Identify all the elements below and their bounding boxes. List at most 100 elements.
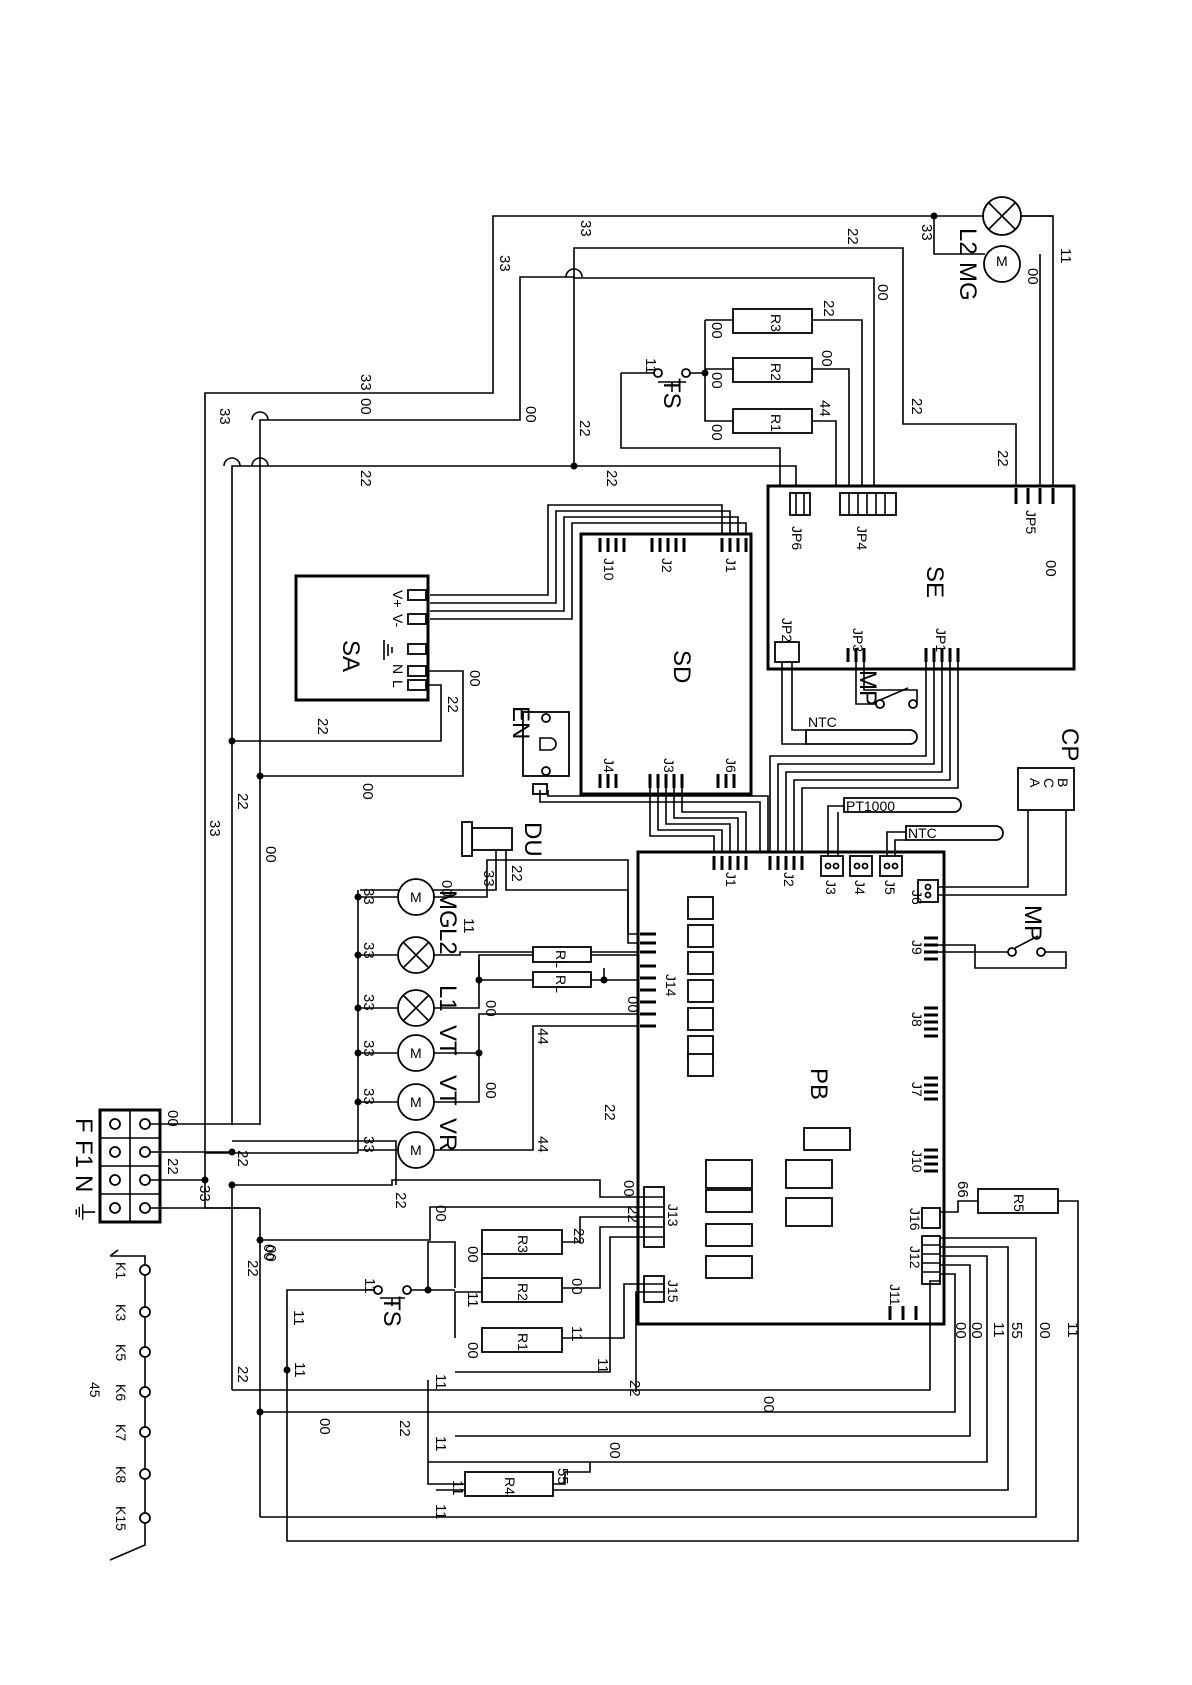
svg-text:00: 00	[316, 1418, 333, 1435]
switch-ts-top: TS	[653, 368, 691, 409]
pb-connector-j12: J12	[907, 1235, 941, 1285]
svg-text:V-: V-	[390, 614, 406, 628]
motor-mg: M MG	[397, 859, 646, 935]
svg-text:00: 00	[359, 783, 376, 800]
svg-text:R3: R3	[768, 314, 784, 332]
switch-ts-bottom: TS	[283, 1285, 455, 1374]
svg-text:00: 00	[624, 996, 641, 1013]
relay-column: K1 K3 K5 K6 K7 K8 K15 45	[87, 1249, 151, 1561]
svg-text:L2: L2	[434, 928, 461, 955]
svg-text:N: N	[70, 1175, 97, 1192]
svg-text:JP6: JP6	[789, 526, 805, 550]
svg-text:00: 00	[466, 670, 483, 687]
svg-text:JP3: JP3	[850, 628, 866, 652]
svg-text:J1: J1	[723, 872, 739, 887]
svg-text:CP: CP	[1056, 728, 1083, 761]
pb-connector-j5: J5	[879, 855, 903, 895]
svg-text:11: 11	[432, 1374, 449, 1390]
svg-text:00: 00	[438, 880, 455, 897]
svg-text:K7: K7	[113, 1424, 129, 1441]
pb-connector-j1: J1	[712, 856, 748, 887]
svg-text:NTC: NTC	[908, 825, 937, 841]
svg-text:22: 22	[844, 228, 861, 245]
svg-text:J14: J14	[663, 974, 679, 997]
svg-text:J6: J6	[723, 758, 739, 773]
svg-text:00: 00	[1036, 1322, 1053, 1339]
svg-text:J6: J6	[909, 890, 925, 905]
svg-text:L: L	[390, 680, 406, 688]
svg-text:J2: J2	[781, 872, 797, 887]
load-column	[205, 890, 397, 1154]
svg-text:F1: F1	[70, 1140, 97, 1168]
svg-text:22: 22	[392, 1192, 409, 1209]
svg-text:33: 33	[196, 1185, 213, 1202]
terminal-block: F F1 N ⏚	[70, 1108, 260, 1224]
svg-text:00: 00	[708, 372, 725, 389]
motor-vt-1: M VT	[397, 1025, 483, 1103]
svg-text:22: 22	[164, 1158, 181, 1175]
svg-text:JP2: JP2	[779, 618, 795, 642]
svg-text:00: 00	[620, 1180, 637, 1197]
svg-text:PB: PB	[805, 1068, 832, 1100]
svg-text:J3: J3	[661, 758, 677, 773]
svg-text:11: 11	[594, 1358, 611, 1374]
relay-rl-1: RL	[532, 946, 592, 968]
motor-vr: M VR	[397, 1025, 646, 1169]
svg-text:22: 22	[234, 1366, 251, 1383]
svg-text:11: 11	[460, 918, 477, 934]
switch-mp-top: MP	[854, 662, 918, 709]
svg-text:R2: R2	[515, 1283, 531, 1301]
pb-connector-j9: J9	[909, 936, 938, 961]
svg-text:00: 00	[818, 350, 835, 367]
svg-text:M: M	[410, 1045, 422, 1061]
pb-connector-j10: J10	[909, 1148, 938, 1173]
svg-text:22: 22	[314, 718, 331, 735]
svg-text:00: 00	[432, 1205, 449, 1222]
svg-text:00: 00	[482, 1000, 499, 1017]
board-pb: PB J1 J2	[636, 850, 946, 1326]
top-wiring	[204, 212, 1054, 1125]
svg-text:00: 00	[952, 1322, 969, 1339]
svg-text:JP5: JP5	[1023, 510, 1039, 534]
board-sd: SD J10 J2 J1 J4 J3 J6	[579, 532, 753, 796]
svg-text:44: 44	[534, 1136, 551, 1153]
svg-text:33: 33	[360, 1088, 377, 1105]
svg-text:R1: R1	[515, 1333, 531, 1351]
lamp-l2-top: L2	[954, 196, 1022, 255]
svg-text:J11: J11	[887, 1284, 903, 1306]
svg-text:22: 22	[603, 470, 620, 487]
svg-text:22: 22	[244, 1260, 261, 1277]
svg-text:00: 00	[874, 284, 891, 301]
motor-vt-2: M VT	[397, 1075, 461, 1121]
svg-text:00: 00	[968, 1322, 985, 1339]
svg-text:K1: K1	[113, 1262, 129, 1279]
svg-text:11: 11	[990, 1322, 1007, 1338]
resistor-r5: R5	[286, 1188, 1079, 1542]
svg-text:33: 33	[360, 994, 377, 1011]
pb-connector-j13: J13	[643, 1186, 681, 1248]
svg-text:33: 33	[918, 224, 935, 241]
pb-connector-j4: J4	[849, 855, 873, 895]
bus-lines	[204, 1125, 397, 1517]
svg-text:11: 11	[291, 1362, 308, 1378]
svg-text:MP: MP	[854, 670, 881, 706]
svg-text:J15: J15	[665, 1280, 681, 1303]
svg-text:TS: TS	[378, 1296, 405, 1327]
pb-connector-j15: J15	[643, 1275, 681, 1303]
svg-text:33: 33	[216, 408, 233, 425]
resistor-r1-top: R1	[732, 408, 813, 434]
resistor-r3-bot: R3	[481, 1229, 563, 1255]
svg-text:55: 55	[554, 1468, 571, 1485]
svg-text:66: 66	[954, 1181, 971, 1198]
switch-mp-right: MP	[938, 905, 1067, 969]
pb-connector-j7: J7	[909, 1076, 938, 1101]
device-du: DU	[360, 821, 646, 944]
svg-text:K8: K8	[113, 1466, 129, 1483]
svg-text:B: B	[1055, 778, 1071, 787]
svg-text:J4: J4	[601, 758, 617, 773]
svg-text:22: 22	[234, 1150, 251, 1167]
svg-text:00: 00	[708, 424, 725, 441]
svg-text:00: 00	[464, 1246, 481, 1263]
svg-text:J10: J10	[909, 1150, 925, 1173]
svg-text:VT: VT	[434, 1025, 461, 1056]
